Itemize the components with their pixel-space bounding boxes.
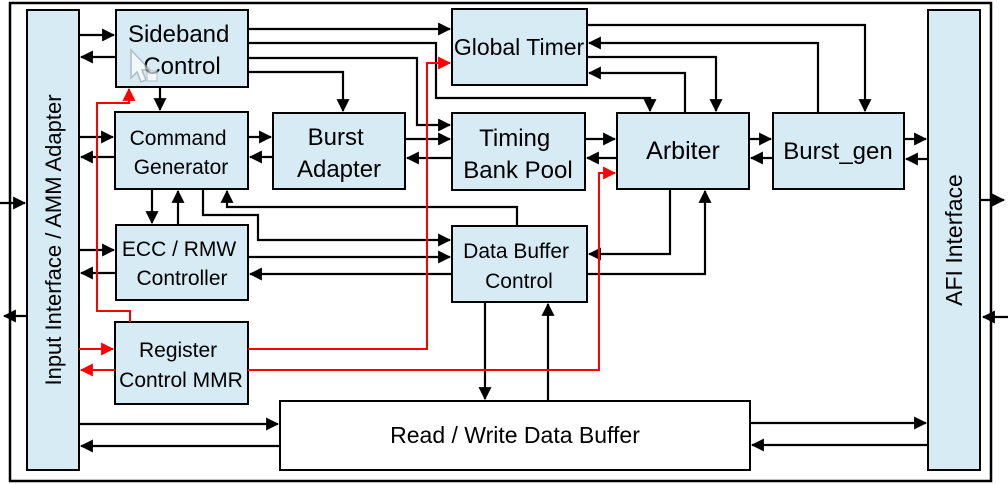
arrow-arbiter-to-global-timer: [587, 66, 687, 113]
svg-text:Burst Adapter: Burst Adapter: [297, 124, 381, 183]
red-arrow-register-control-to-global-timer: [248, 56, 452, 350]
arrow-arbiter-to-data-buffer-control: [587, 189, 672, 261]
block-afi-interface: AFI Interface: [927, 9, 981, 471]
burst-adapter-label-line1: Burst: [308, 124, 364, 151]
red-arrow-register-control-to-arbiter: [248, 166, 617, 371]
ecc-rmw-label-line1: ECC / RMW: [122, 238, 237, 261]
command-generator-label-line2: Generator: [134, 156, 229, 179]
global-timer-label: Global Timer: [454, 34, 585, 60]
block-global-timer: Global Timer: [451, 8, 588, 86]
block-burst-gen: Burst_gen: [772, 112, 905, 190]
arrow-data-buffer-control-to-arbiter: [587, 189, 712, 276]
command-generator-label-line1: Command: [130, 127, 227, 150]
block-command-generator: Command Generator: [114, 111, 249, 190]
block-burst-adapter: Burst Adapter: [272, 112, 406, 190]
arbiter-label: Arbiter: [646, 137, 720, 165]
diagram-border: [8, 1, 993, 483]
afi-interface-label: AFI Interface: [941, 174, 967, 306]
block-read-write-data-buffer: Read / Write Data Buffer: [279, 400, 751, 471]
burst-adapter-label-line2: Adapter: [297, 156, 381, 183]
arrow-burst-gen-to-global-timer: [587, 36, 820, 113]
rw-data-buffer-label: Read / Write Data Buffer: [390, 422, 640, 448]
block-timing-bank-pool: Timing Bank Pool: [451, 112, 586, 191]
register-control-label-line2: Control MMR: [119, 369, 243, 392]
block-register-control-mmr: Register Control MMR: [114, 321, 249, 405]
ecc-rmw-label-line2: Controller: [136, 267, 227, 290]
svg-text:Command Generator: Command Generator: [130, 127, 233, 179]
block-sideband-control: Sideband Control: [115, 9, 249, 88]
svg-text:Data Buffer Control: Data Buffer Control: [463, 240, 575, 293]
arrow-global-timer-to-arbiter: [587, 55, 723, 113]
block-data-buffer-control: Data Buffer Control: [451, 225, 588, 303]
red-arrow-register-control-to-sideband: [96, 87, 136, 322]
arrow-command-generator-to-data-buffer-control: [201, 189, 452, 247]
arrow-sideband-to-burst-adapter: [248, 70, 350, 113]
arrow-global-timer-to-burst-gen: [587, 23, 872, 113]
timing-bank-pool-label-line1: Timing: [479, 125, 550, 152]
arrow-sideband-to-timing-bank-pool: [248, 56, 452, 132]
timing-bank-pool-label-line2: Bank Pool: [463, 157, 572, 184]
arrow-sideband-to-arbiter: [248, 41, 657, 113]
svg-text:Register Control MMR: Register Control MMR: [119, 339, 243, 392]
block-input-interface: Input Interface / AMM Adapter: [26, 9, 80, 471]
input-interface-label: Input Interface / AMM Adapter: [41, 94, 66, 385]
block-arbiter: Arbiter: [616, 112, 750, 190]
block-ecc-rmw-controller: ECC / RMW Controller: [115, 224, 249, 301]
svg-text:Timing Bank Pool: Timing Bank Pool: [463, 125, 572, 184]
sideband-label-line1: Sideband: [128, 21, 229, 48]
burst-gen-label: Burst_gen: [783, 138, 892, 165]
register-control-label-line1: Register: [139, 339, 217, 362]
data-buffer-control-label-line1: Data Buffer: [463, 240, 569, 263]
mouse-pointer-icon: [130, 48, 158, 83]
data-buffer-control-label-line2: Control: [485, 270, 553, 293]
arrow-data-buffer-control-to-command-generator: [220, 189, 519, 226]
svg-text:ECC / RMW Controller: ECC / RMW Controller: [122, 238, 242, 290]
